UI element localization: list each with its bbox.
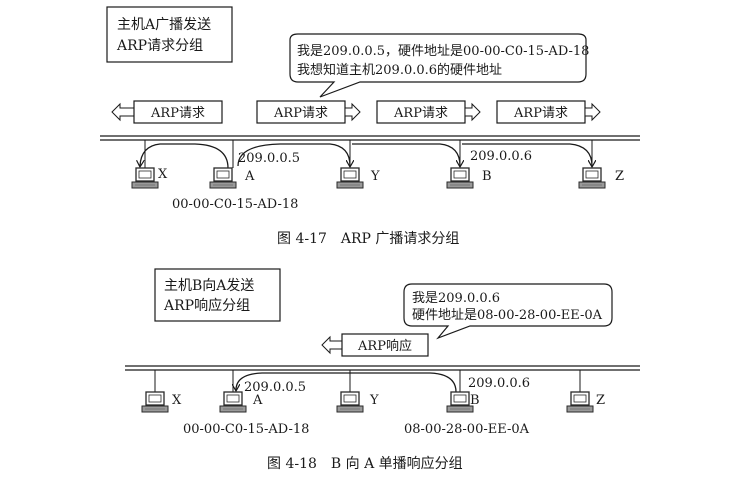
host-label-y: Y	[370, 169, 380, 184]
packet-label: ARP响应	[357, 338, 412, 354]
computer-icon	[578, 167, 606, 189]
host-label-b: B	[482, 169, 492, 184]
note-box: 主机A广播发送 ARP请求分组	[106, 6, 233, 63]
note-line: ARP响应分组	[163, 297, 250, 314]
figure-4-18: 主机B向A发送 ARP响应分组 我是209.0.0.6 硬件地址是08-00-2…	[125, 268, 640, 472]
ip-address-b: 209.0.0.6	[470, 149, 532, 164]
figure-caption: 图 4-18 B 向 A 单播响应分组	[267, 455, 463, 472]
broadcast-arrows	[140, 143, 592, 168]
network-bus	[100, 135, 640, 141]
packet-arrow-left: ARP请求	[111, 100, 223, 124]
ip-address-b: 209.0.0.6	[468, 376, 530, 391]
computer-icon	[446, 167, 474, 189]
packet-label: ARP请求	[393, 106, 448, 121]
host-label-z: Z	[596, 393, 605, 408]
packet-arrow-right: ARP请求	[376, 100, 481, 124]
note-line: 主机B向A发送	[164, 278, 254, 294]
mac-address-a: 00-00-C0-15-AD-18	[172, 197, 298, 212]
figure-caption: 图 4-17 ARP 广播请求分组	[277, 231, 459, 247]
packet-label: ARP请求	[273, 106, 328, 121]
computer-icon	[131, 167, 159, 189]
mac-address-b: 08-00-28-00-EE-0A	[404, 422, 530, 437]
callout-line: 我想知道主机209.0.0.6的硬件地址	[297, 62, 502, 78]
computer-icon	[209, 167, 237, 189]
callout-line: 我是209.0.0.6	[412, 291, 500, 306]
hosts-row-2	[141, 391, 594, 413]
computer-icon	[219, 391, 247, 413]
host-label-x: X	[172, 393, 182, 408]
host-stubs	[154, 370, 581, 392]
packet-arrow-far-right: ARP请求	[496, 100, 601, 124]
figure-4-17: 主机A广播发送 ARP请求分组 我是209.0.0.5，硬件地址是00-00-C…	[100, 6, 640, 247]
hosts-row-1	[131, 167, 606, 189]
computer-icon	[566, 391, 594, 413]
packet-label: ARP请求	[513, 106, 568, 121]
packet-label: ARP请求	[150, 106, 205, 121]
note-line: ARP请求分组	[116, 38, 203, 54]
computer-icon	[336, 391, 364, 413]
ip-address-a: 209.0.0.5	[238, 151, 300, 166]
host-label-z: Z	[615, 169, 624, 184]
ip-address-a: 209.0.0.5	[244, 380, 306, 395]
note-line: 主机A广播发送	[117, 17, 211, 33]
callout-bubble: 我是209.0.0.5，硬件地址是00-00-C0-15-AD-18 我想知道主…	[289, 33, 589, 98]
host-label-b: B	[470, 393, 480, 408]
computer-icon	[141, 391, 169, 413]
mac-address-a: 00-00-C0-15-AD-18	[183, 422, 309, 437]
computer-icon	[336, 167, 364, 189]
host-label-y: Y	[369, 393, 379, 408]
note-box: 主机B向A发送 ARP响应分组	[154, 268, 281, 322]
unicast-arrow	[236, 372, 457, 393]
host-label-a: A	[244, 169, 255, 184]
network-bus	[125, 365, 640, 371]
packet-arrow-center: ARP请求	[256, 100, 361, 124]
host-label-a: A	[252, 393, 263, 408]
callout-bubble: 我是209.0.0.6 硬件地址是08-00-28-00-EE-0A	[403, 283, 613, 340]
host-label-x: X	[158, 167, 168, 182]
packet-arrow-left: ARP响应	[321, 333, 429, 357]
callout-line: 硬件地址是08-00-28-00-EE-0A	[412, 308, 603, 323]
callout-line: 我是209.0.0.5，硬件地址是00-00-C0-15-AD-18	[297, 44, 589, 59]
